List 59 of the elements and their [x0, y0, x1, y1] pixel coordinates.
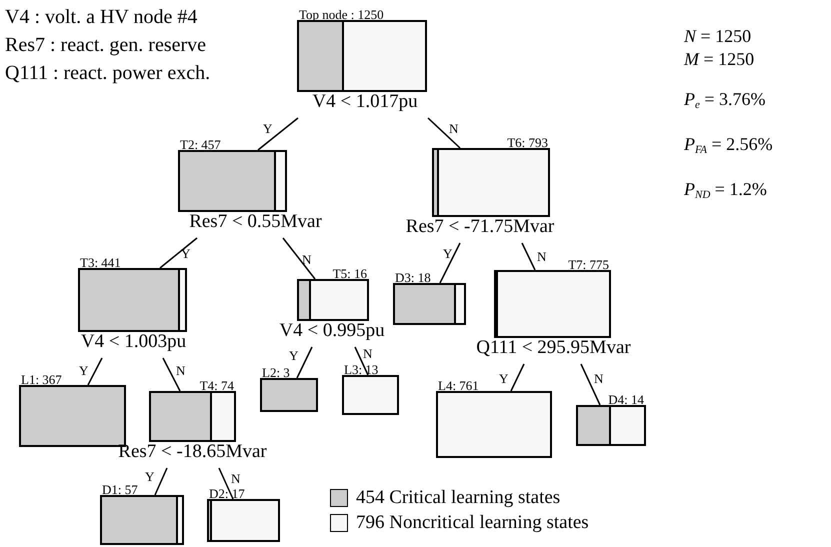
split-condition: Res7 < -18.65Mvar — [118, 441, 267, 463]
statistic-formula: P$_{FA}$ = 2.56% — [684, 133, 773, 156]
node-label: T3: 441 — [80, 256, 121, 269]
node-label: T5: 16 — [332, 267, 367, 280]
node-label: D4: 14 — [608, 393, 644, 406]
edge-label: Y — [263, 122, 272, 135]
node-label: T7: 775 — [568, 258, 609, 271]
node-label: Top node : 1250 — [299, 8, 384, 21]
split-condition: V4 < 0.995pu — [279, 320, 385, 342]
branch-line — [521, 242, 536, 270]
split-condition: Res7 < 0.55Mvar — [189, 211, 322, 233]
edge-label: N — [449, 122, 458, 135]
statistic-formula: P$_{e}$ = 3.76% — [684, 88, 766, 110]
node-label: L3: 13 — [344, 363, 378, 376]
branch-line — [296, 346, 313, 378]
branch-line — [160, 237, 198, 269]
node-label: D3: 18 — [395, 271, 431, 284]
branch-line — [427, 117, 461, 149]
edge-label: Y — [443, 247, 452, 260]
statistic-formula: N = 1250 — [684, 25, 752, 48]
variable-definition: Q111 : react. power exch. — [5, 61, 210, 86]
edge-label: N — [302, 253, 312, 266]
node-label: T2: 457 — [180, 138, 221, 151]
node-label: L4: 761 — [438, 379, 479, 392]
legend-text: 796 Noncritical learning states — [356, 513, 589, 532]
branch-line — [580, 364, 601, 406]
edge-label: Y — [289, 349, 298, 362]
edge-label: N — [231, 472, 240, 485]
branch-line — [258, 117, 298, 151]
variable-definition: Res7 : react. gen. reserve — [5, 33, 206, 58]
branch-line — [354, 346, 369, 376]
node-label: T6: 793 — [507, 136, 548, 149]
branch-line — [282, 238, 316, 280]
branch-line — [439, 242, 461, 284]
node-label: D2: 17 — [209, 487, 245, 500]
legend-text: 454 Critical learning states — [356, 488, 560, 507]
edge-label: Y — [145, 470, 154, 483]
statistic-formula: P$_{ND}$ = 1.2% — [684, 178, 767, 200]
variable-definition: V4 : volt. a HV node #4 — [5, 5, 198, 30]
split-condition: V4 < 1.003pu — [80, 331, 186, 353]
branch-line — [87, 358, 103, 386]
edge-label: N — [537, 250, 546, 263]
node-label: T4: 74 — [200, 379, 234, 392]
edge-label: N — [176, 364, 186, 377]
edge-label: Y — [499, 372, 508, 385]
branch-line — [162, 358, 181, 392]
statistic-formula: M = 1250 — [684, 48, 754, 70]
edge-label: Y — [79, 364, 88, 377]
node-label: L2: 3 — [262, 366, 290, 379]
node-label: D1: 57 — [102, 483, 138, 496]
branch-line — [218, 468, 234, 500]
split-condition: Res7 < -71.75Mvar — [406, 216, 554, 238]
branch-line — [510, 364, 525, 392]
edge-label: N — [594, 372, 604, 385]
branch-line — [154, 468, 168, 496]
split-condition: V4 < 1.017pu — [312, 91, 418, 113]
node-label: L1: 367 — [21, 373, 62, 386]
split-condition: Q111 < 295.95Mvar — [476, 337, 631, 359]
edge-label: N — [363, 347, 372, 360]
